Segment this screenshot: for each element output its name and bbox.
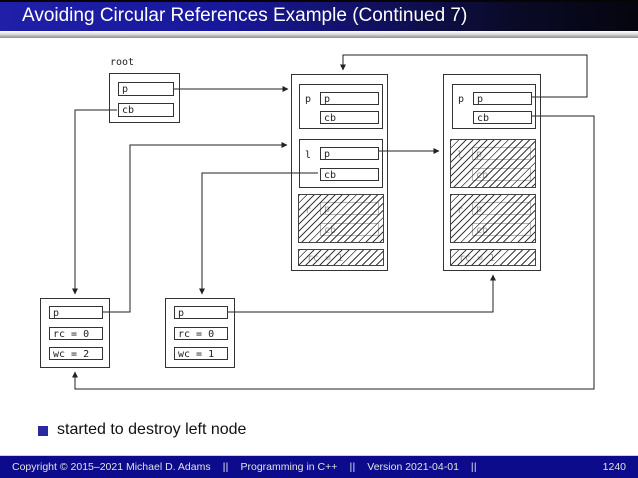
bullet-icon <box>38 426 48 436</box>
middle-node-p-member-label: p <box>305 94 312 105</box>
page-number: 1240 <box>602 461 626 473</box>
middle-node-r-member-destroyed: r p cb <box>298 194 384 243</box>
middle-node-p-member: p p cb <box>299 84 383 129</box>
right-control-block-p-field: p <box>174 306 228 319</box>
middle-node-rc-label: rc = 1 <box>307 253 344 264</box>
right-node-r-cb-field: cb <box>472 223 531 236</box>
right-node-r-p-field: p <box>472 202 531 215</box>
right-node-l-cb-field: cb <box>472 168 531 181</box>
right-node-r-member-destroyed: r p cb <box>450 194 536 243</box>
right-node-rc-label: rc = 1 <box>459 253 496 264</box>
right-node-l-p-field: p <box>472 147 531 160</box>
footer-copyright: Copyright © 2015–2021 Michael D. Adams <box>12 461 211 473</box>
footer-separator-3: || <box>470 461 477 473</box>
root-label: root <box>110 57 135 68</box>
right-node-p-p-field: p <box>473 92 532 105</box>
middle-node-r-member-label: r <box>305 205 312 216</box>
middle-node-p-p-field: p <box>320 92 379 105</box>
right-node: p p cb l p cb r p cb rc = 1 <box>443 74 541 271</box>
middle-node-l-member: l p cb <box>299 139 383 188</box>
arrow-root-cb-to-left-control-block <box>72 109 117 295</box>
title-bar: Avoiding Circular References Example (Co… <box>0 0 638 31</box>
right-node-p-cb-field: cb <box>473 111 532 124</box>
middle-node-r-cb-field: cb <box>320 223 379 236</box>
footer-bar: Copyright © 2015–2021 Michael D. Adams |… <box>0 455 638 478</box>
arrow-right-control-block-p-to-right-node <box>227 274 496 313</box>
left-control-block-p-field: p <box>49 306 103 319</box>
root-p-field: p <box>118 82 174 96</box>
root-cb-field: cb <box>118 103 174 117</box>
title-bar-shadow <box>0 31 638 38</box>
right-node-rc-field-destroyed: rc = 1 <box>450 249 536 266</box>
right-control-block-rc-field: rc = 0 <box>174 327 228 340</box>
right-control-block-wc-field: wc = 1 <box>174 347 228 360</box>
middle-node-r-p-field: p <box>320 202 379 215</box>
root-box: p cb <box>109 73 180 123</box>
right-node-l-member-destroyed: l p cb <box>450 139 536 188</box>
middle-node-rc-field-destroyed: rc = 1 <box>298 249 384 266</box>
right-node-l-member-label: l <box>457 150 464 161</box>
middle-node-l-p-field: p <box>320 147 379 160</box>
right-node-r-member-label: r <box>457 205 464 216</box>
right-control-block: p rc = 0 wc = 1 <box>165 298 235 368</box>
middle-node-l-member-label: l <box>305 150 312 161</box>
middle-node-p-cb-field: cb <box>320 111 379 124</box>
left-control-block-wc-field: wc = 2 <box>49 347 103 360</box>
footer-separator-2: || <box>349 461 356 473</box>
arrow-middle-l-cb-to-right-control-block <box>199 172 318 295</box>
page-title: Avoiding Circular References Example (Co… <box>22 5 468 26</box>
arrow-right-p-p-to-middle-node-top <box>340 54 588 98</box>
right-node-p-member: p p cb <box>452 84 536 129</box>
bullet-text: started to destroy left node <box>57 421 247 438</box>
footer-separator-1: || <box>222 461 229 473</box>
footer-version: Version 2021-04-01 <box>367 461 459 473</box>
middle-node: p p cb l p cb r p cb rc = 1 <box>291 74 388 271</box>
left-control-block-rc-field: rc = 0 <box>49 327 103 340</box>
middle-node-l-cb-field: cb <box>320 168 379 181</box>
arrow-left-control-block-p-to-middle-node <box>102 142 288 313</box>
footer-left-group: Copyright © 2015–2021 Michael D. Adams |… <box>12 461 603 473</box>
left-control-block: p rc = 0 wc = 2 <box>40 298 110 368</box>
arrow-right-p-cb-to-left-control-block-bottom <box>72 115 595 390</box>
right-node-p-member-label: p <box>458 94 465 105</box>
footer-course: Programming in C++ <box>240 461 338 473</box>
